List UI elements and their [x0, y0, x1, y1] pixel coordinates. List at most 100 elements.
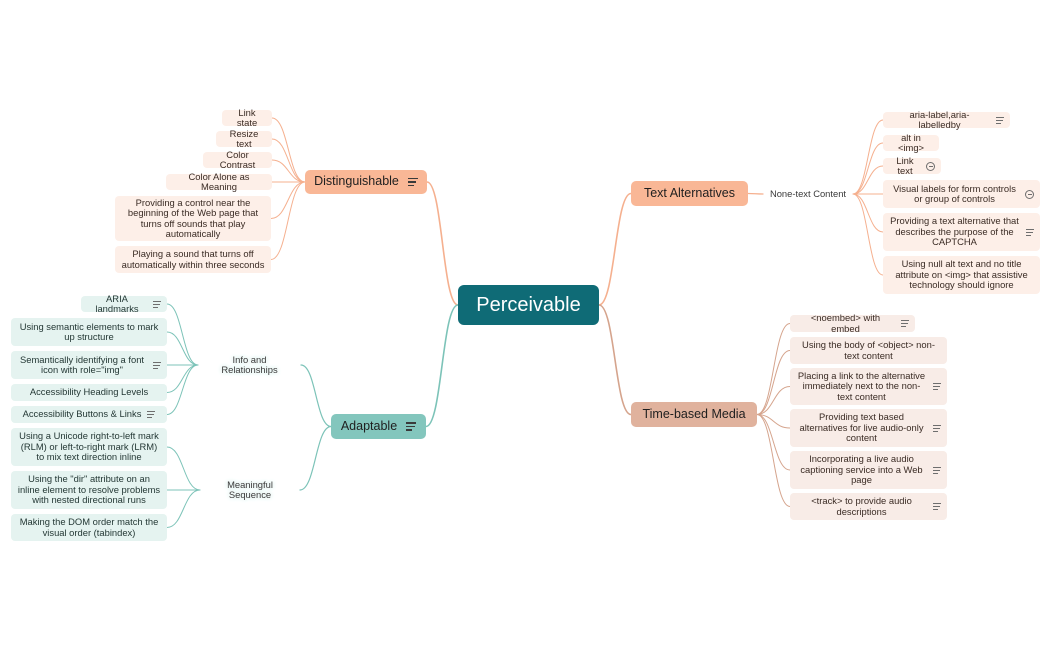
leaf-time-based-media[interactable]: Providing text based alternatives for li… [790, 409, 947, 447]
leaf-none-text-content[interactable]: alt in <img> [883, 131, 939, 153]
connector-line [166, 331, 199, 366]
branch-label: Text Alternatives [643, 185, 735, 200]
connector-line [852, 193, 884, 233]
leaf-meaningful-sequence[interactable]: Making the DOM order match the visual or… [11, 514, 167, 541]
leaf-distinguishable[interactable]: Resize text [216, 127, 272, 149]
notes-icon [153, 299, 161, 310]
leaf-none-text-content[interactable]: Providing a text alternative that descri… [883, 213, 1040, 251]
connector-line [756, 414, 791, 471]
branch-adaptable[interactable]: Adaptable [331, 414, 426, 439]
connector-line [756, 386, 791, 415]
connector-line [852, 193, 884, 276]
leaf-label: Making the DOM order match the visual or… [19, 516, 159, 538]
leaf-distinguishable[interactable]: Providing a control near the beginning o… [115, 196, 271, 241]
notes-icon [153, 360, 161, 371]
leaf-time-based-media[interactable]: <track> to provide audio descriptions [790, 493, 947, 520]
leaf-distinguishable[interactable]: Playing a sound that turns off automatic… [115, 246, 271, 273]
notes-icon [933, 465, 941, 476]
connector-line [598, 192, 632, 306]
leaf-label: Using the body of <object> non-text cont… [802, 339, 935, 361]
leaf-info-relationships[interactable]: ARIA landmarks [81, 292, 167, 314]
leaf-label: alt in <img> [897, 131, 925, 153]
branch-label: Time-based Media [642, 406, 746, 421]
leaf-distinguishable[interactable]: Link state [222, 106, 272, 128]
leaf-label: Playing a sound that turns off automatic… [121, 248, 265, 270]
leaf-label: Link state [236, 106, 258, 128]
connector-line [756, 323, 791, 415]
connector-line [166, 364, 199, 415]
leaf-label: aria-label,aria-labelledby [909, 108, 970, 130]
leaf-label: Resize text [229, 127, 259, 149]
leaf-time-based-media[interactable]: Incorporating a live audio captioning se… [790, 451, 947, 489]
leaf-label: Providing text based alternatives for li… [799, 411, 924, 444]
leaf-label: ARIA landmarks [95, 292, 139, 314]
leaf-label: Visual labels for form controls or group… [893, 182, 1016, 204]
branch-text-alternatives[interactable]: Text Alternatives [631, 181, 748, 206]
leaf-label: Providing a text alternative that descri… [890, 215, 1019, 248]
leaf-info-relationships[interactable]: Accessibility Buttons & Links [11, 406, 167, 423]
connector-line [598, 304, 632, 416]
branch-label: Adaptable [340, 418, 398, 433]
connector-line [271, 138, 306, 183]
connector-line [300, 364, 332, 428]
leaf-label: Using the "dir" attribute on an inline e… [17, 473, 161, 506]
leaf-meaningful-sequence[interactable]: Using a Unicode right-to-left mark (RLM)… [11, 428, 167, 466]
collapse-icon[interactable] [926, 161, 935, 171]
leaf-time-based-media[interactable]: <noembed> with embed [790, 313, 915, 333]
leaf-none-text-content[interactable]: Link text [883, 154, 941, 176]
connector-line [852, 165, 884, 195]
connector-line [756, 350, 791, 415]
leaf-meaningful-sequence[interactable]: Using the "dir" attribute on an inline e… [11, 471, 167, 509]
connector-line [756, 414, 791, 429]
leaf-info-relationships[interactable]: Accessibility Heading Levels [11, 384, 167, 401]
notes-icon [1026, 227, 1034, 238]
leaf-info-relationships[interactable]: Using semantic elements to mark up struc… [11, 318, 167, 346]
subtopic-none-text-content[interactable]: None-text Content [763, 186, 853, 202]
connector-line [299, 425, 332, 491]
notes-icon [406, 420, 417, 433]
subtopic-info-relationships[interactable]: Info and Relationships [198, 353, 301, 375]
leaf-distinguishable[interactable]: Color Alone as Meaning [166, 171, 272, 192]
leaf-none-text-content[interactable]: aria-label,aria-labelledby [883, 108, 1010, 130]
subtopic-meaningful-sequence[interactable]: Meaningful Sequence [200, 478, 300, 500]
leaf-label: Link text [896, 154, 914, 176]
branch-time-based-media[interactable]: Time-based Media [631, 402, 757, 427]
leaf-label: Semantically identifying a font icon wit… [19, 353, 145, 375]
connector-line [426, 181, 459, 306]
connector-line [270, 181, 306, 219]
connector-line [852, 142, 884, 195]
connector-line [270, 181, 306, 260]
subtopic-label: Meaningful Sequence [227, 478, 273, 500]
connector-line [166, 446, 201, 491]
leaf-label: Placing a link to the alternative immedi… [797, 369, 926, 402]
connector-line [756, 414, 791, 507]
branch-label: Distinguishable [314, 174, 399, 189]
connector-line [166, 303, 199, 366]
leaf-none-text-content[interactable]: Visual labels for form controls or group… [883, 180, 1040, 208]
collapse-icon[interactable] [1025, 189, 1034, 199]
branch-distinguishable[interactable]: Distinguishable [305, 170, 427, 194]
leaf-label: Color Contrast [219, 148, 256, 170]
leaf-distinguishable[interactable]: Color Contrast [203, 148, 272, 170]
leaf-time-based-media[interactable]: Placing a link to the alternative immedi… [790, 368, 947, 405]
leaf-label: Accessibility Buttons & Links [22, 408, 142, 420]
leaf-info-relationships[interactable]: Semantically identifying a font icon wit… [11, 351, 167, 379]
notes-icon [933, 423, 941, 434]
notes-icon [933, 501, 941, 512]
leaf-label: Accessibility Heading Levels [29, 386, 149, 398]
central-topic-label: Perceivable [476, 294, 581, 316]
notes-icon [407, 176, 418, 189]
leaf-label: Using semantic elements to mark up struc… [19, 320, 159, 342]
connector-line [852, 119, 884, 195]
connector-line [425, 304, 459, 428]
leaf-label: Using a Unicode right-to-left mark (RLM)… [19, 430, 159, 463]
leaf-label: Incorporating a live audio captioning se… [800, 453, 923, 486]
central-topic[interactable]: Perceivable [458, 285, 599, 325]
notes-icon [147, 409, 156, 420]
notes-icon [901, 318, 909, 329]
leaf-none-text-content[interactable]: Using null alt text and no title attribu… [883, 256, 1040, 294]
leaf-label: Providing a control near the beginning o… [127, 196, 259, 239]
leaf-time-based-media[interactable]: Using the body of <object> non-text cont… [790, 337, 947, 364]
subtopic-label: Info and Relationships [221, 353, 278, 375]
